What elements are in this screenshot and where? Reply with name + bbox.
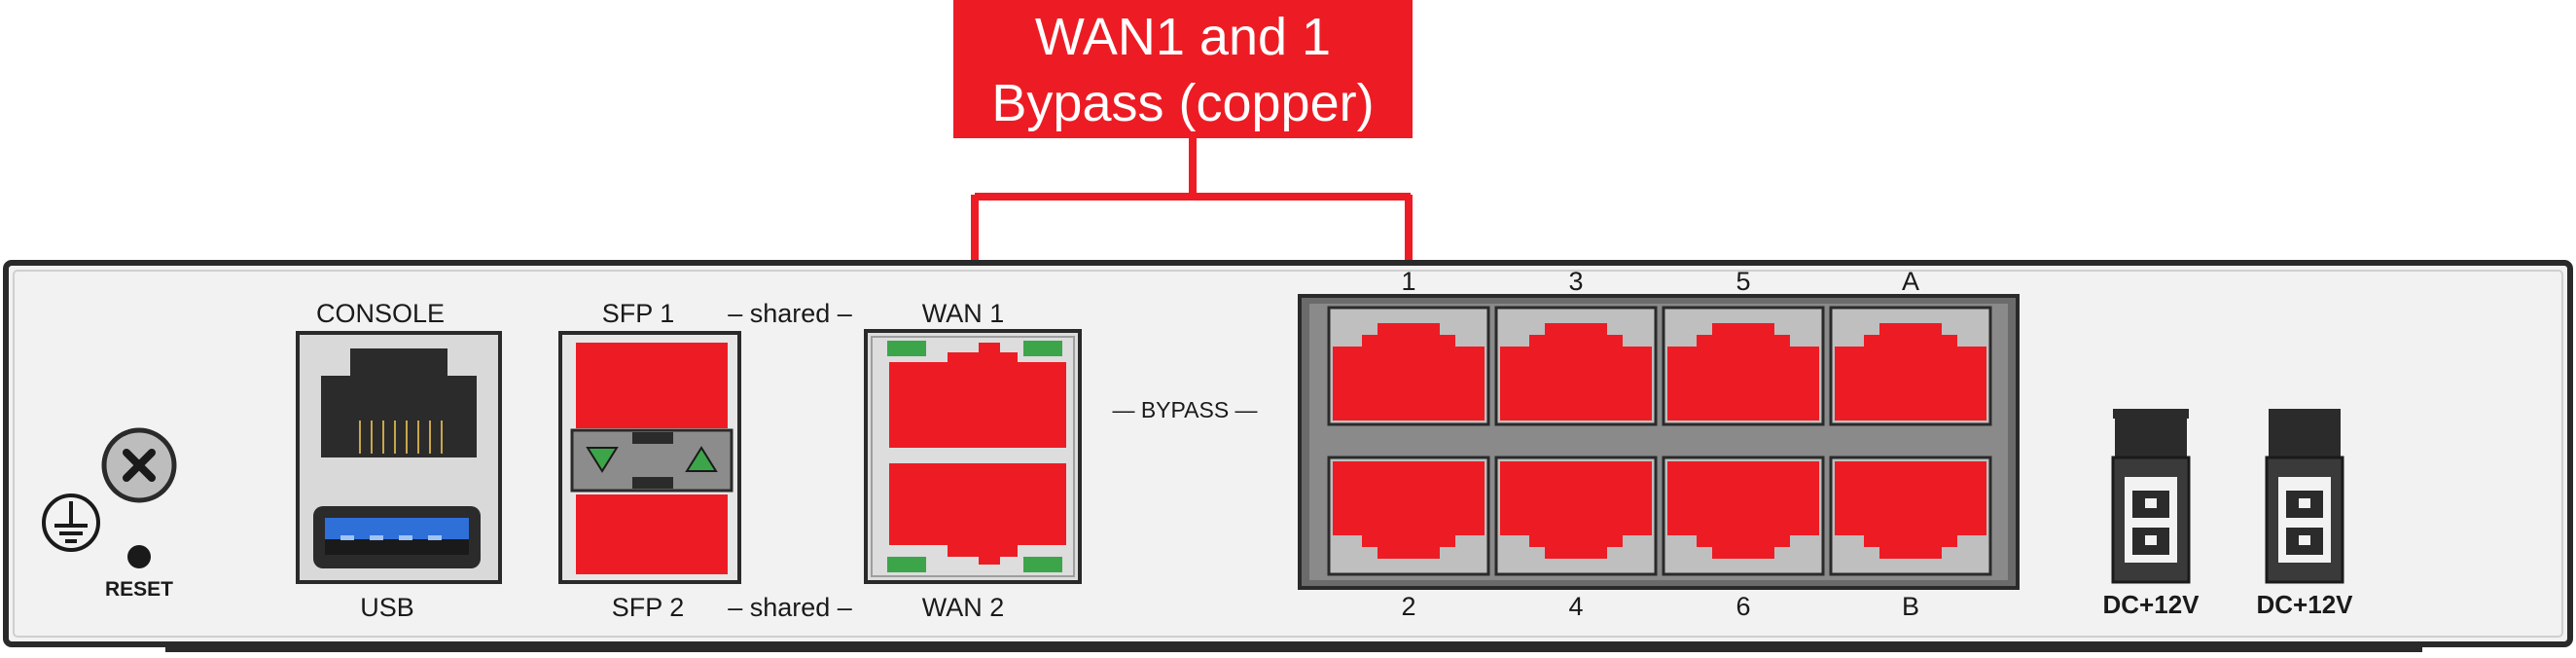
usb-port[interactable]: [313, 506, 481, 568]
callout: WAN1 and 1 Bypass (copper): [953, 0, 1413, 263]
sfp1-port[interactable]: [576, 343, 728, 428]
wan2-led-right: [1023, 557, 1062, 572]
wan1-label: WAN 1: [922, 299, 1005, 328]
sfp-block: [558, 331, 741, 584]
usb-label: USB: [360, 593, 414, 622]
port-number-bottom-2: 6: [1735, 592, 1750, 621]
power-connector-1[interactable]: [2111, 409, 2191, 584]
shared-label-top: – shared –: [728, 299, 852, 328]
switch-port-bottom-3[interactable]: [1829, 456, 1992, 576]
callout-line-2: Bypass (copper): [991, 74, 1374, 132]
switch-port-bottom-0[interactable]: [1327, 456, 1490, 576]
chassis-inner-edge: [13, 270, 2563, 638]
sfp-latch-bottom: [632, 477, 673, 489]
switch-port-bottom-2[interactable]: [1662, 456, 1825, 576]
sfp2-port[interactable]: [576, 494, 728, 574]
switch-port-bottom-1[interactable]: [1494, 456, 1658, 576]
sfp1-label: SFP 1: [602, 299, 675, 328]
port-number-top-3: A: [1902, 267, 1919, 296]
screw-icon: [101, 427, 177, 503]
callout-bracket: [971, 138, 1413, 263]
reset-button[interactable]: [127, 545, 151, 568]
sfp-led-right-icon: [685, 446, 718, 472]
port-number-top-0: 1: [1401, 267, 1415, 296]
sfp2-label: SFP 2: [612, 593, 685, 622]
wan2-port[interactable]: [889, 463, 1066, 565]
ground-icon: [42, 494, 100, 552]
wan1-led-right: [1023, 341, 1062, 356]
wan1-port[interactable]: [889, 343, 1066, 448]
port-number-top-2: 5: [1735, 267, 1750, 296]
shared-label-bottom: – shared –: [728, 593, 852, 622]
port-number-bottom-3: B: [1902, 592, 1919, 621]
wan2-led-left: [887, 557, 926, 572]
bypass-label: — BYPASS —: [1112, 397, 1257, 422]
power2-label: DC+12V: [2257, 590, 2354, 619]
callout-line-1: WAN1 and 1: [1035, 8, 1331, 66]
console-port[interactable]: [321, 348, 477, 457]
switch-port-top-3[interactable]: [1829, 306, 1992, 426]
wan2-label: WAN 2: [922, 593, 1005, 622]
port-number-bottom-0: 2: [1401, 592, 1415, 621]
wan1-led-left: [887, 341, 926, 356]
switch-block: [1298, 294, 2020, 590]
power-connector-2[interactable]: [2265, 409, 2344, 584]
console-label: CONSOLE: [316, 299, 445, 328]
port-number-bottom-1: 4: [1568, 592, 1583, 621]
sfp-latch-top: [632, 432, 673, 444]
switch-port-top-2[interactable]: [1662, 306, 1825, 426]
sfp-led-left-icon: [586, 447, 619, 473]
reset-label: RESET: [105, 578, 173, 601]
switch-port-top-1[interactable]: [1494, 306, 1658, 426]
switch-port-top-0[interactable]: [1327, 306, 1490, 426]
callout-box: [953, 0, 1413, 138]
power1-label: DC+12V: [2103, 590, 2200, 619]
wan-block: [864, 329, 1082, 584]
port-number-top-1: 3: [1568, 267, 1583, 296]
wan-frame-inner: [871, 336, 1075, 577]
console-usb-block: [296, 331, 502, 584]
